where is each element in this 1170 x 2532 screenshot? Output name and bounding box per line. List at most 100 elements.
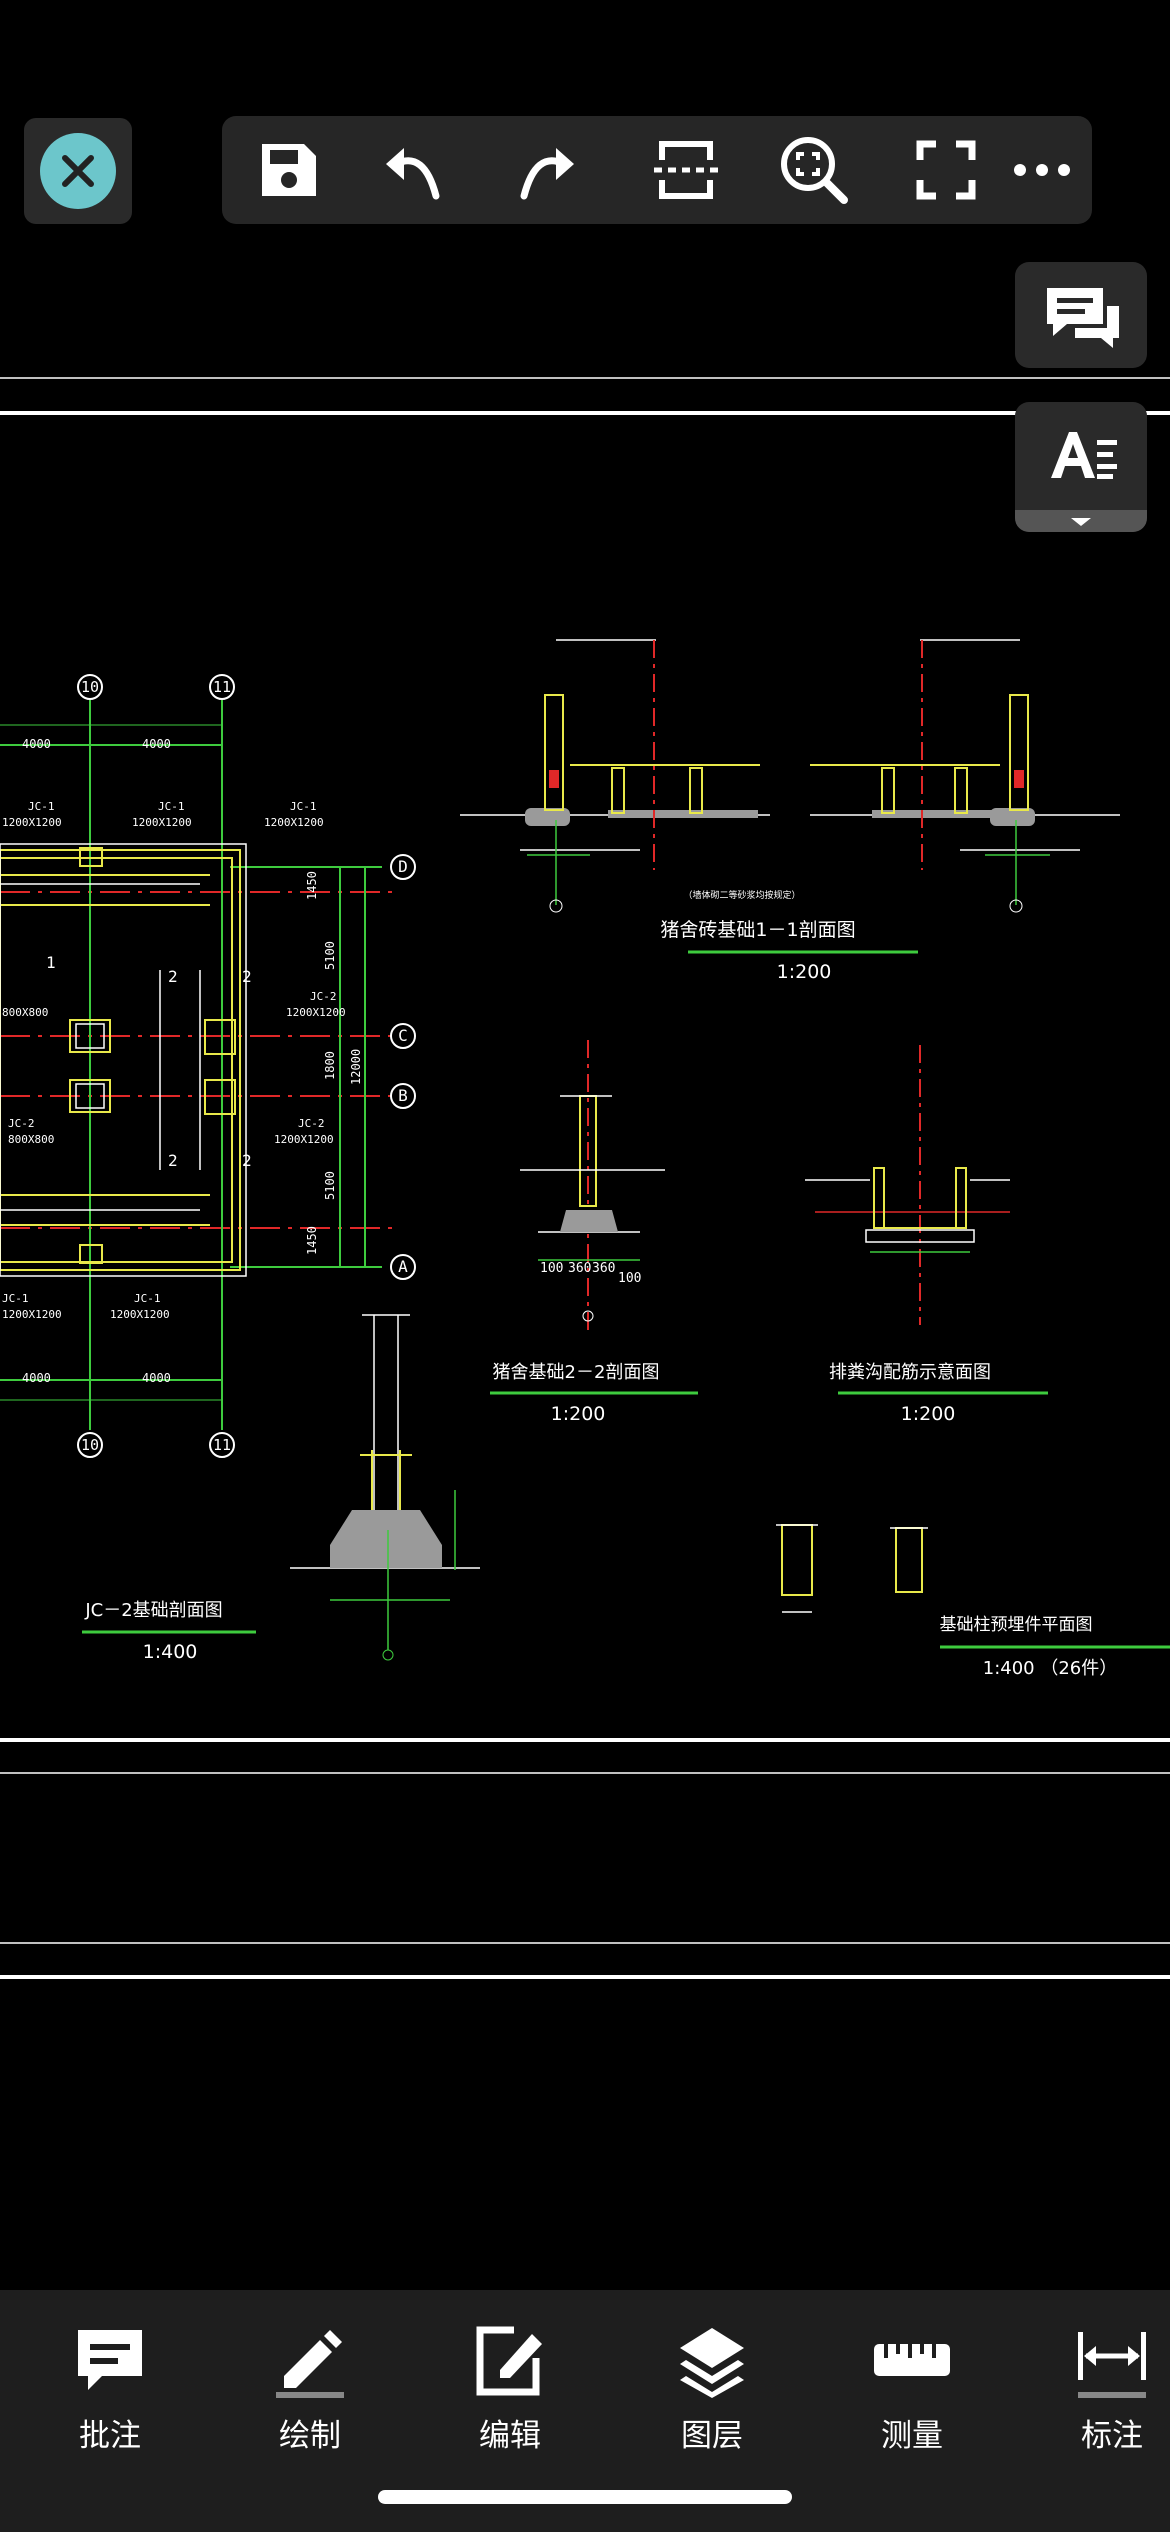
home-indicator[interactable]	[378, 2490, 792, 2504]
annotate-button[interactable]: 批注	[40, 2320, 180, 2460]
top-toolbar	[222, 116, 1092, 224]
section-mark-2b: 2	[242, 967, 252, 986]
edit-button[interactable]: 编辑	[440, 2320, 580, 2460]
draw-button[interactable]: 绘制	[240, 2320, 380, 2460]
ruler-icon	[874, 2344, 950, 2376]
drawing-frame	[0, 377, 1170, 1979]
split-view-icon	[654, 141, 718, 199]
dim-12000: 12000	[349, 1049, 363, 1085]
redo-button[interactable]	[506, 130, 586, 210]
label-jc1-e: JC-1	[134, 1292, 161, 1305]
layers-button[interactable]: 图层	[642, 2320, 782, 2460]
label-jc1-c: JC-1	[290, 800, 317, 813]
dim-360-b: 360	[592, 1261, 615, 1276]
save-button[interactable]	[248, 130, 328, 210]
dim-100-a: 100	[540, 1261, 563, 1276]
axis-10-bottom: 10	[81, 1436, 99, 1454]
dim-4000-c: 4000	[22, 1371, 51, 1385]
dim-4000-a: 4000	[22, 737, 51, 751]
annotate-label: 批注	[79, 2418, 141, 2454]
layers-icon	[680, 2328, 744, 2398]
measure-label: 测量	[881, 2418, 943, 2454]
dimension-label: 标注	[1081, 2418, 1143, 2454]
dim-5100-bottom: 5100	[323, 1171, 337, 1200]
label-size-c: 1200X1200	[264, 816, 324, 829]
label-jc2-a: JC-2	[310, 990, 337, 1003]
label-jc2-b: JC-2	[8, 1117, 35, 1130]
label-size-g: 1200X1200	[110, 1308, 170, 1321]
dim-1450-bottom: 1450	[305, 1226, 319, 1255]
more-button[interactable]	[1002, 130, 1082, 210]
close-icon	[40, 133, 116, 209]
label-size-b: 1200X1200	[132, 816, 192, 829]
title-section-1-1: 猪舍砖基础1－1剖面图	[660, 919, 855, 941]
label-jc2-c: JC-2	[298, 1117, 325, 1130]
chevron-down-icon	[1071, 518, 1091, 526]
axis-B: B	[398, 1086, 408, 1105]
draw-label: 绘制	[279, 2418, 341, 2454]
note-wall-text: （墙体砌二等砂浆均按规定）	[683, 889, 800, 901]
redo-icon	[520, 148, 574, 200]
label-size-e: 1200X1200	[274, 1133, 334, 1146]
measure-button[interactable]: 测量	[842, 2320, 982, 2460]
label-size-800-a: 800X800	[2, 1006, 48, 1019]
zoom-fit-button[interactable]	[774, 130, 854, 210]
dim-1450-top: 1450	[305, 871, 319, 900]
axis-D: D	[398, 857, 408, 876]
title-section-2-2: 猪舍基础2－2剖面图	[493, 1362, 660, 1383]
label-size-d: 1200X1200	[286, 1006, 346, 1019]
text-style-button[interactable]	[1015, 402, 1147, 532]
scale-drain: 1:200	[901, 1403, 956, 1425]
section-mark-2a: 2	[168, 967, 178, 986]
scale-section-1-1: 1:200	[777, 961, 832, 983]
title-jc2: JC－2基础剖面图	[84, 1600, 222, 1621]
scale-jc2: 1:400	[143, 1641, 198, 1663]
fullscreen-button[interactable]	[906, 130, 986, 210]
embedded-parts-detail: 基础柱预埋件平面图 1:400 （26件）	[776, 1524, 1170, 1679]
dim-4000-b: 4000	[142, 737, 171, 751]
dim-5100-top: 5100	[323, 941, 337, 970]
label-jc1-a: JC-1	[28, 800, 55, 813]
close-button[interactable]	[24, 118, 132, 224]
comments-icon	[1047, 288, 1119, 348]
fullscreen-icon	[916, 140, 976, 200]
scale-section-2-2: 1:200	[551, 1403, 606, 1425]
undo-button[interactable]	[374, 130, 454, 210]
annotate-icon	[78, 2330, 142, 2390]
label-size-800-b: 800X800	[8, 1133, 54, 1146]
label-size-f: 1200X1200	[2, 1308, 62, 1321]
edit-icon	[476, 2326, 542, 2396]
section-2-2-detail: 100 360 360 100 猪舍基础2－2剖面图 1:200	[490, 1040, 698, 1425]
layers-label: 图层	[681, 2418, 743, 2454]
more-icon	[1014, 164, 1070, 176]
axis-A: A	[398, 1257, 408, 1276]
dim-1800: 1800	[323, 1051, 337, 1080]
drain-detail: 排粪沟配筋示意面图 1:200	[805, 1045, 1048, 1425]
foundation-plan: 10 11 10 11 D C B A 4000 4000 4000 4000 …	[0, 674, 416, 1458]
jc2-section-detail: JC－2基础剖面图 1:400	[82, 1314, 480, 1663]
axis-11-top: 11	[213, 678, 231, 696]
axis-10-top: 10	[81, 678, 99, 696]
label-size-a: 1200X1200	[2, 816, 62, 829]
comments-button[interactable]	[1015, 262, 1147, 368]
axis-11-bottom: 11	[213, 1436, 231, 1454]
title-drain: 排粪沟配筋示意面图	[829, 1362, 991, 1383]
label-jc1-d: JC-1	[2, 1292, 29, 1305]
save-icon	[262, 144, 316, 196]
axis-C: C	[398, 1026, 408, 1045]
section-1-1-detail: （墙体砌二等砂浆均按规定） 猪舍砖基础1－1剖面图 1:200	[460, 639, 1120, 983]
split-view-button[interactable]	[646, 130, 726, 210]
section-mark-2d: 2	[242, 1151, 252, 1170]
scale-embedded: 1:400 （26件）	[983, 1658, 1118, 1679]
title-embedded: 基础柱预埋件平面图	[940, 1615, 1093, 1635]
text-style-icon	[1051, 432, 1117, 479]
dim-4000-d: 4000	[142, 1371, 171, 1385]
dimension-button[interactable]: 标注	[1042, 2320, 1170, 2460]
section-mark-1: 1	[46, 953, 56, 972]
text-style-expand[interactable]	[1015, 510, 1147, 532]
draw-pencil-icon	[276, 2330, 344, 2398]
label-jc1-b: JC-1	[158, 800, 185, 813]
dimension-icon	[1078, 2332, 1146, 2398]
dim-360-a: 360	[568, 1261, 591, 1276]
